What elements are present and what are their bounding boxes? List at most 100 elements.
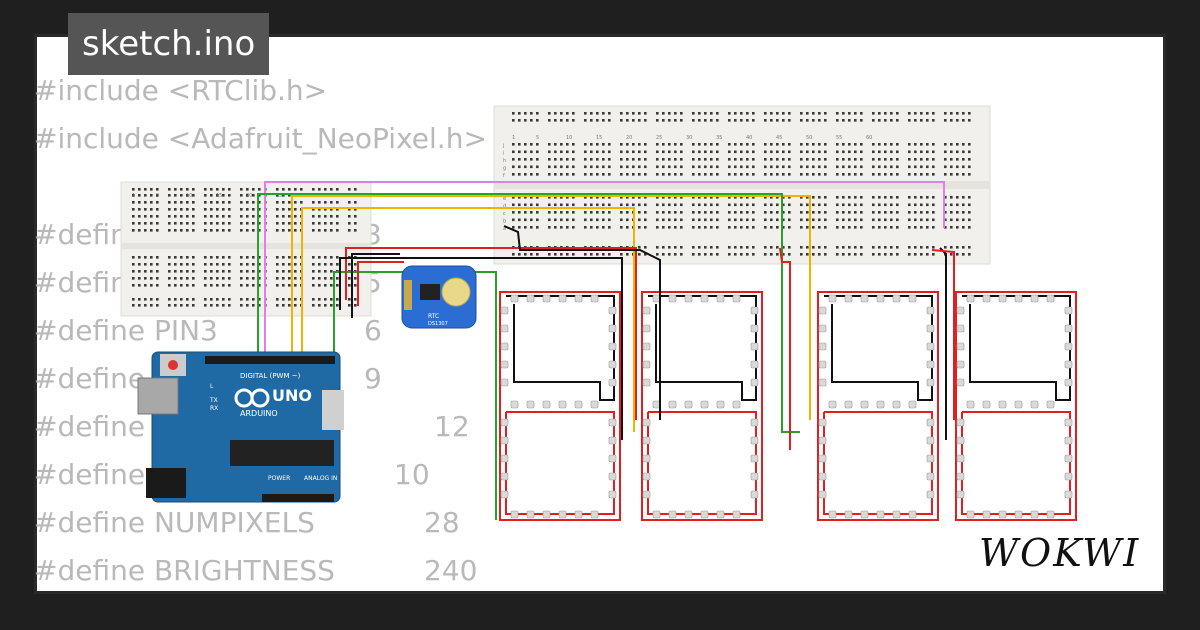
neopixel-led — [652, 400, 661, 409]
neopixel-led — [750, 436, 759, 445]
rtc-module[interactable]: RTC DS1307 — [401, 265, 477, 329]
neopixel-led — [608, 342, 617, 351]
neopixel-led — [818, 472, 827, 481]
model-label: UNO — [272, 386, 312, 405]
neopixel-led — [908, 294, 917, 303]
neopixel-led — [510, 294, 519, 303]
reset-button[interactable] — [168, 360, 178, 370]
neopixel-led — [818, 436, 827, 445]
neopixel-led — [642, 490, 651, 499]
icsp-header — [322, 390, 344, 430]
neopixel-led — [926, 454, 935, 463]
neopixel-led — [558, 510, 567, 519]
code-line: #define BRIGHTNESS — [34, 554, 335, 587]
neopixel-led — [1064, 436, 1073, 445]
neopixel-led — [908, 510, 917, 519]
arduino-uno[interactable]: DIGITAL (PWM ~) UNO ARDUINO L TX RX POWE… — [137, 351, 344, 503]
neopixel-led — [510, 510, 519, 519]
row-letter: i — [503, 151, 504, 157]
digital-header[interactable] — [205, 356, 335, 364]
usb-port — [137, 377, 179, 415]
neopixel-led — [892, 510, 901, 519]
neopixel-led — [1030, 510, 1039, 519]
digit-display — [817, 291, 939, 521]
svg-text:WOKWI: WOKWI — [979, 531, 1140, 575]
neopixel-led — [818, 378, 827, 387]
neopixel-led — [956, 378, 965, 387]
column-number: 15 — [596, 135, 602, 141]
neopixel-led — [956, 454, 965, 463]
neopixel-led — [1064, 454, 1073, 463]
rtc-pins[interactable] — [404, 280, 412, 310]
neopixel-led — [982, 400, 991, 409]
neopixel-led — [542, 294, 551, 303]
digit-outline — [961, 411, 1071, 515]
neopixel-led — [590, 294, 599, 303]
digit-display — [499, 291, 621, 521]
neopixel-led — [608, 490, 617, 499]
neopixel-led — [574, 510, 583, 519]
neopixel-led — [510, 400, 519, 409]
column-number: 10 — [566, 135, 572, 141]
neopixel-led — [750, 306, 759, 315]
neopixel-led — [716, 510, 725, 519]
wire — [351, 253, 400, 318]
neopixel-led — [542, 400, 551, 409]
neopixel-led — [750, 342, 759, 351]
neopixel-led — [1030, 294, 1039, 303]
digit-outline — [648, 295, 757, 401]
neopixel-led — [526, 510, 535, 519]
neopixel-led — [926, 418, 935, 427]
seven-segment-displays — [499, 291, 1077, 521]
neopixel-led — [668, 400, 677, 409]
wire — [357, 261, 404, 306]
wire — [291, 195, 811, 420]
neopixel-led — [608, 418, 617, 427]
neopixel-led — [926, 490, 935, 499]
neopixel-led — [1064, 472, 1073, 481]
neopixel-led — [608, 324, 617, 333]
row-letter: a — [503, 226, 506, 232]
neopixel-led — [926, 472, 935, 481]
analog-header[interactable] — [262, 494, 334, 502]
row-letter: j — [502, 143, 504, 149]
digit-outline — [824, 295, 933, 401]
code-value: 9 — [364, 362, 382, 395]
row-letter: d — [503, 204, 506, 210]
neopixel-led — [1030, 400, 1039, 409]
neopixel-led — [750, 360, 759, 369]
rtc-chip — [420, 284, 440, 300]
power-label: POWER — [268, 475, 290, 482]
neopixel-led — [956, 342, 965, 351]
power-jack — [146, 468, 186, 498]
neopixel-led — [608, 360, 617, 369]
digit-frame — [955, 291, 1077, 521]
column-number: 60 — [866, 135, 872, 141]
coin-battery — [441, 277, 471, 307]
neopixel-led — [818, 418, 827, 427]
neopixel-led — [818, 324, 827, 333]
neopixel-led — [574, 294, 583, 303]
column-number: 1 — [512, 135, 515, 141]
neopixel-led — [892, 294, 901, 303]
neopixel-led — [1014, 400, 1023, 409]
neopixel-led — [926, 306, 935, 315]
neopixel-led — [926, 436, 935, 445]
code-line: #include <Adafruit_NeoPixel.h> — [34, 122, 487, 155]
wires — [257, 181, 955, 520]
file-tab[interactable]: sketch.ino — [68, 13, 270, 75]
neopixel-led — [844, 294, 853, 303]
neopixel-led — [818, 306, 827, 315]
neopixel-led — [642, 472, 651, 481]
led-l-label: L — [210, 383, 214, 390]
neopixel-led — [716, 294, 725, 303]
neopixel-led — [956, 360, 965, 369]
neopixel-led — [500, 418, 509, 427]
row-letter: c — [503, 211, 506, 217]
neopixel-led — [750, 378, 759, 387]
breadboard-large-holes — [512, 112, 971, 256]
digit-outline — [506, 295, 615, 401]
neopixel-led — [500, 378, 509, 387]
